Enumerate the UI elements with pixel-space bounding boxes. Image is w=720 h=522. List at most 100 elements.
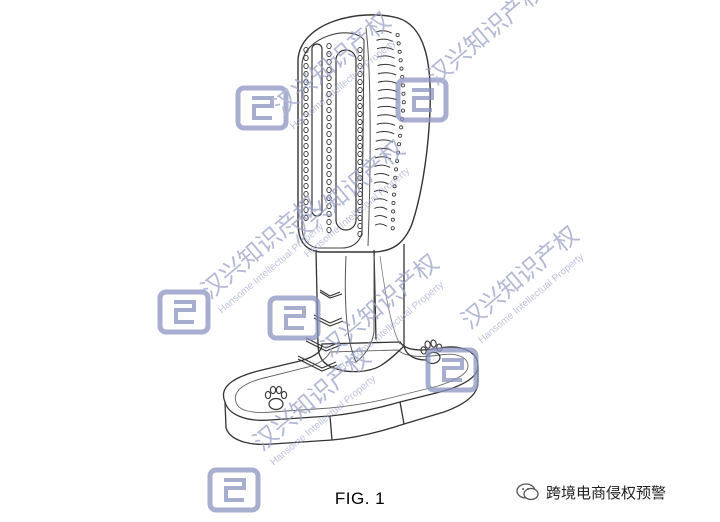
bristle-ridge — [377, 105, 398, 110]
bristle-ridge — [374, 206, 388, 210]
bristle-dot — [326, 154, 332, 162]
bristle-dot — [392, 184, 397, 189]
bristle-ridge — [375, 30, 392, 34]
bristle-dot — [398, 133, 403, 138]
wechat-icon — [516, 483, 539, 501]
bristle-dot — [393, 175, 398, 180]
bristle-dot — [357, 174, 363, 182]
bristle-dot — [326, 218, 332, 226]
bristle-dot — [357, 150, 363, 158]
bristle-dot — [391, 192, 396, 197]
bristle-dot — [397, 49, 402, 54]
bristle-dot — [357, 206, 363, 214]
bristle-ridge — [374, 156, 392, 160]
bristle-ridge — [375, 147, 393, 152]
bristle-ridge — [377, 89, 398, 93]
bristle-dot — [396, 41, 401, 46]
bristle-dot — [401, 91, 406, 96]
bristle-dot — [357, 94, 363, 102]
bristle-dot — [390, 217, 395, 222]
bristle-ridge — [377, 114, 397, 118]
bristle-dot — [395, 33, 400, 38]
bristle-dot — [357, 142, 363, 150]
bristle-dot — [357, 182, 363, 190]
bristle-dot — [303, 126, 309, 134]
bristle-dot — [326, 186, 332, 194]
bristle-dot — [397, 142, 402, 147]
bristle-dot — [303, 54, 309, 62]
bristle-dot — [326, 114, 332, 122]
bristle-dot — [390, 226, 395, 231]
bristle-ridge — [376, 38, 393, 42]
bristle-dot — [401, 100, 406, 105]
bristle-dot — [326, 66, 332, 74]
bristle-dot — [391, 209, 396, 214]
bristle-dot — [303, 150, 309, 158]
bristle-ridge — [373, 198, 388, 202]
bristle-ridge — [374, 173, 390, 177]
bristle-dot — [357, 166, 363, 174]
bristle-dot — [303, 190, 309, 198]
bristle-ridge — [376, 122, 396, 126]
bristle-ridge — [377, 63, 396, 68]
bristle-dot — [400, 83, 405, 88]
bristle-dot — [326, 226, 332, 234]
bristle-dot — [303, 174, 309, 182]
bristle-dot — [326, 82, 332, 90]
bristle-dot — [357, 222, 363, 230]
watermark-cn-text: 汉兴知识产权 — [422, 0, 550, 91]
bristle-dot — [399, 66, 404, 71]
bristle-dot — [303, 206, 309, 214]
brand-label: 跨境电商侵权预警 — [516, 479, 666, 505]
bristle-ridges — [373, 30, 406, 231]
bristle-dot — [357, 230, 363, 238]
bristle-dot — [395, 158, 400, 163]
bristle-dot — [357, 46, 363, 54]
bristle-ridge — [374, 223, 388, 227]
bristle-ridge — [375, 139, 394, 143]
bristle-dot — [303, 198, 309, 206]
bristle-ridge — [376, 47, 394, 51]
bristle-dot — [357, 86, 363, 94]
bristle-dot — [357, 190, 363, 198]
bristle-dot — [303, 158, 309, 166]
bristle-dot — [399, 125, 404, 130]
bristle-dot — [303, 214, 309, 222]
bristle-dot — [326, 202, 332, 210]
bristle-dot — [326, 162, 332, 170]
bristle-dot — [303, 78, 309, 86]
bristle-dot — [357, 134, 363, 142]
bristle-dot — [357, 126, 363, 134]
brand-text: 跨境电商侵权预警 — [546, 483, 667, 502]
bristle-dot — [326, 170, 332, 178]
watermark-logo-icon — [160, 292, 208, 332]
bristle-ridge — [377, 97, 399, 101]
bristle-ridge — [373, 189, 389, 194]
bristle-ridge — [377, 72, 397, 76]
bristle-dot — [326, 146, 332, 154]
bristle-ridge — [376, 131, 395, 135]
watermark-logo-icon — [270, 298, 318, 338]
bristle-dot — [395, 150, 400, 155]
bristle-dot — [303, 142, 309, 150]
bristle-dot — [357, 102, 363, 110]
bristle-dot — [303, 46, 309, 54]
bristle-dot — [303, 182, 309, 190]
bristle-ridge — [373, 181, 389, 185]
bristle-dot — [326, 58, 332, 66]
bristle-dot — [326, 178, 332, 186]
bristle-ridge — [374, 215, 388, 219]
bristle-dot — [326, 50, 332, 58]
bristle-dot — [303, 110, 309, 118]
bristle-dot — [394, 167, 399, 172]
bristle-dot — [326, 122, 332, 130]
bristle-dot — [326, 98, 332, 106]
bristle-dot — [391, 200, 396, 205]
bristle-dot — [303, 86, 309, 94]
bristle-ridge — [374, 164, 391, 168]
bristle-dot — [401, 108, 406, 113]
toy-head — [297, 14, 431, 253]
bristle-dot — [357, 110, 363, 118]
bristle-dots — [303, 42, 363, 238]
figure-caption: FIG. 1 — [334, 489, 386, 508]
